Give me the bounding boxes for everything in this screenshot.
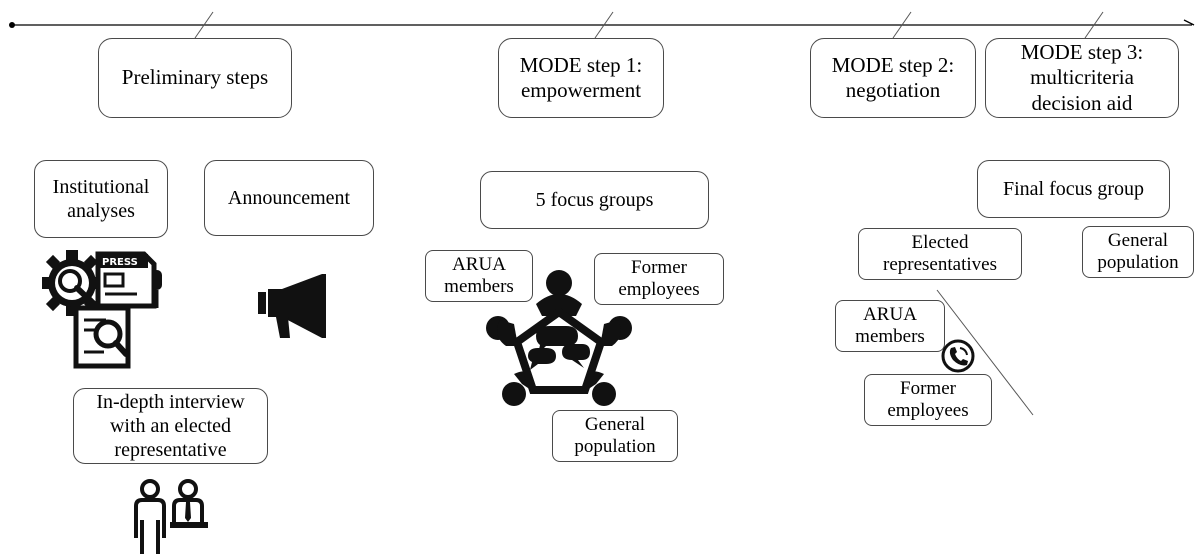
phase-preliminary: Preliminary steps [98, 38, 292, 118]
phase-label: Preliminary steps [121, 65, 269, 90]
gear-icon [42, 250, 102, 316]
phone-icon [941, 339, 975, 373]
elected-representatives-box: Elected representatives [858, 228, 1022, 280]
arua-members-box-negotiation: ARUA members [835, 300, 945, 352]
institutional-analyses-box: Institutional analyses [34, 160, 168, 238]
phase-label: MODE step 3: multicriteria decision aid [1020, 40, 1144, 115]
phase-label: MODE step 1: empowerment [519, 52, 643, 102]
final-focus-group-box: Final focus group [977, 160, 1170, 218]
in-depth-interview-box: In-depth interview with an elected repre… [73, 388, 268, 464]
megaphone-icon [258, 274, 326, 338]
phase-ticks [194, 11, 1104, 39]
timeline-axis [9, 19, 1195, 28]
phase-label: MODE step 2: negotiation [831, 52, 955, 102]
arua-members-box: ARUA members [425, 250, 533, 302]
separator-line [936, 289, 1034, 416]
press-label: PRESS [102, 257, 138, 268]
general-population-box: General population [552, 410, 678, 462]
round-table-meeting-icon [486, 270, 632, 406]
press-document-icon: PRESS [95, 251, 162, 309]
former-employees-box: Former employees [594, 253, 724, 305]
former-employees-box-negotiation: Former employees [864, 374, 992, 426]
phase-mode-step-2: MODE step 2: negotiation [810, 38, 976, 118]
interview-people-icon [134, 479, 208, 554]
analysis-icon: PRESS [42, 250, 162, 369]
announcement-box: Announcement [204, 160, 374, 236]
general-population-box-final: General population [1082, 226, 1194, 278]
five-focus-groups-box: 5 focus groups [480, 171, 709, 229]
phase-mode-step-1: MODE step 1: empowerment [498, 38, 664, 118]
magnifier-document-icon [73, 305, 131, 369]
phase-mode-step-3: MODE step 3: multicriteria decision aid [985, 38, 1179, 118]
